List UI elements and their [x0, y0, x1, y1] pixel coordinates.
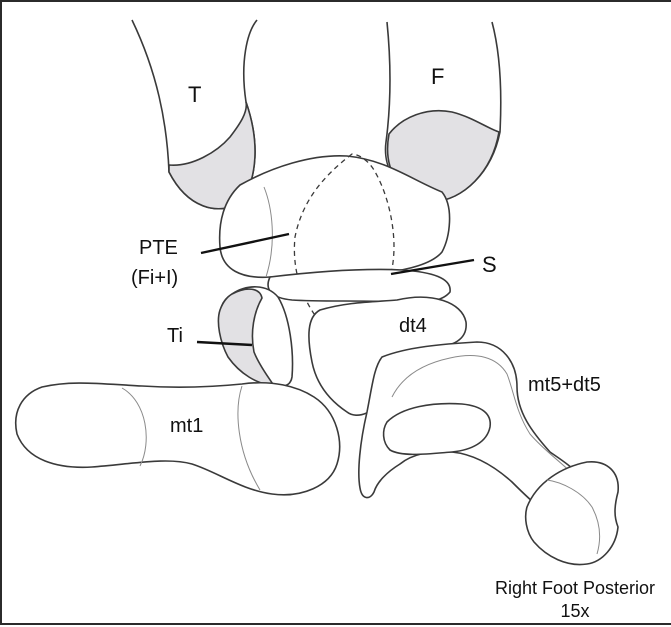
caption-magnification: 15x	[482, 600, 668, 623]
ti-label: Ti	[167, 326, 183, 346]
caption-title: Right Foot Posterior	[482, 577, 668, 600]
pte-label-line2: (Fi+I)	[131, 268, 178, 288]
tibia-label: T	[188, 84, 201, 106]
fibula-label: F	[431, 66, 444, 88]
mt1-bone	[16, 383, 340, 495]
s-label: S	[482, 254, 497, 276]
dt4-label: dt4	[399, 316, 427, 336]
figure-caption: Right Foot Posterior 15x	[482, 577, 668, 624]
tibia-bone	[132, 20, 257, 209]
pte-label-line1: PTE	[139, 238, 178, 258]
mt1-label: mt1	[170, 416, 203, 436]
mt5-dt5-label: mt5+dt5	[528, 375, 601, 395]
ti-bone	[218, 287, 292, 386]
